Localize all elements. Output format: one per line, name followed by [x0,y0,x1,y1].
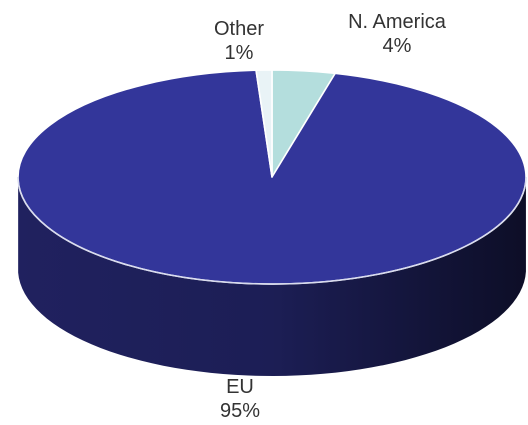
slice-name-other: Other [213,18,265,40]
slice-name-n-america: N. America [348,11,446,33]
pie-rim [17,176,527,285]
slice-value-other: 1% [224,42,254,64]
slice-name-eu: EU [226,376,254,398]
slice-label-other: Other 1% [214,17,264,65]
pie-slice-other [255,69,273,178]
slice-value-n-america: 4% [382,35,412,57]
slice-label-eu: EU 95% [220,375,260,423]
slice-value-eu: 95% [219,400,261,422]
pie-side-eu [18,179,526,376]
slice-label-n-america: N. America 4% [348,10,446,58]
